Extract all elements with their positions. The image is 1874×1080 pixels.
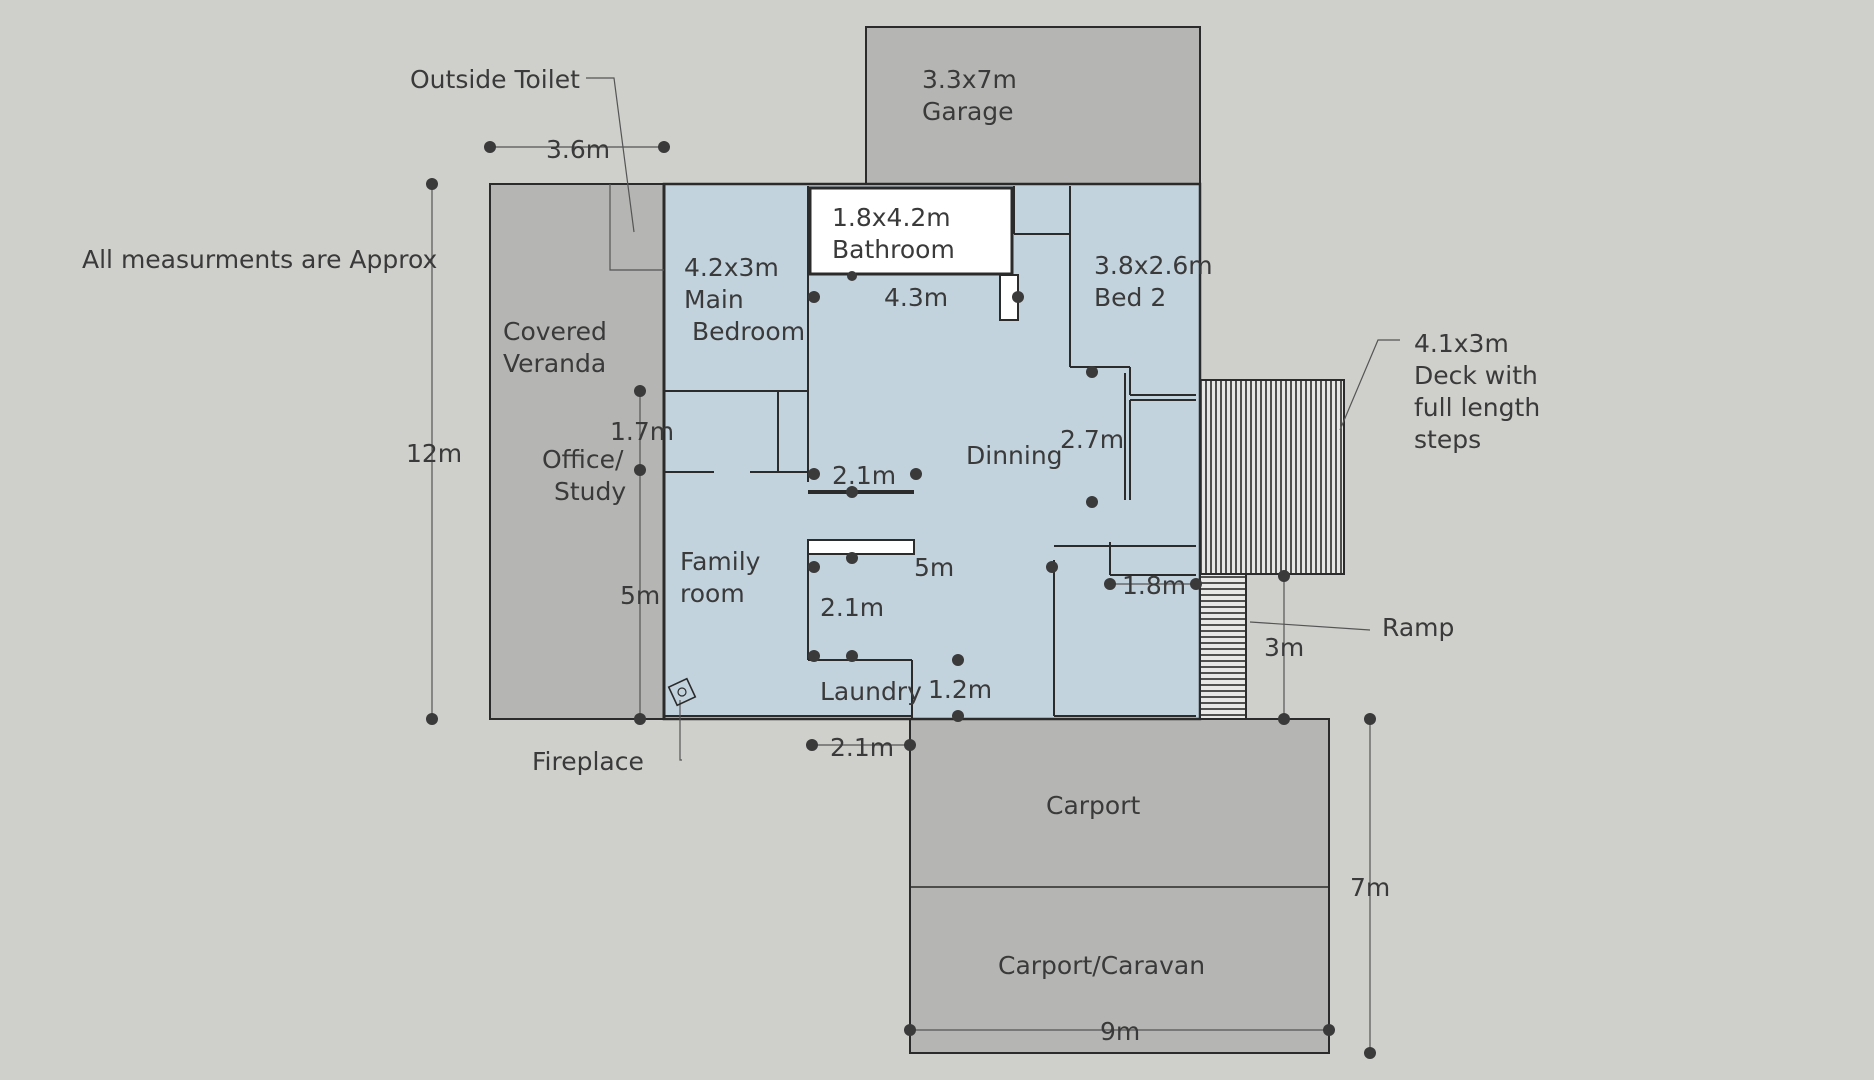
deck-label-2: Deck with [1414,361,1538,390]
main-bedroom-label-2: Bedroom [692,317,805,346]
laundry-label: Laundry [820,677,922,706]
deck-label-3: full length [1414,393,1540,422]
deck-label-1: 4.1x3m [1414,329,1509,358]
main-bedroom-label-1: Main [684,285,744,314]
dim-2-1m-bottom: 2.1m [830,733,894,762]
carport-area [909,718,1330,1054]
veranda-label-2: Veranda [503,349,606,378]
dim-12m: 12m [406,439,462,468]
garage-label: Garage [922,97,1014,126]
fireplace-label: Fireplace [532,747,644,776]
dim-1-7m: 1.7m [610,417,674,446]
dim-3m: 3m [1264,633,1304,662]
family-room-label-1: Family [680,547,761,576]
dim-9m: 9m [1100,1017,1140,1046]
deck-label-4: steps [1414,425,1481,454]
carport-label: Carport [1046,791,1140,820]
dimension-lines [431,77,1400,1053]
garage-area [865,26,1201,186]
veranda-area [489,183,665,720]
dim-2-1m-upper: 2.1m [832,461,896,490]
dim-2-7m: 2.7m [1060,425,1124,454]
dim-3-6m: 3.6m [546,135,610,164]
dim-5m-family: 5m [620,581,660,610]
veranda-label-1: Covered [503,317,607,346]
dimension-dots [426,141,1376,1059]
bed2-label: Bed 2 [1094,283,1166,312]
dim-2-1m-lower: 2.1m [820,593,884,622]
approx-note: All measurments are Approx [82,245,437,274]
dim-7m: 7m [1350,873,1390,902]
dim-5m-kitchen: 5m [914,553,954,582]
office-label-2: Study [554,477,626,506]
deck-area [1199,379,1345,575]
outside-toilet-label: Outside Toilet [410,65,580,94]
ramp-area [1199,573,1247,720]
carport-caravan-label: Carport/Caravan [998,951,1205,980]
dim-4-3m: 4.3m [884,283,948,312]
bathroom-size-label: 1.8x4.2m [832,203,951,232]
interior-walls [662,184,1196,719]
dinning-label: Dinning [966,441,1063,470]
garage-size-label: 3.3x7m [922,65,1017,94]
office-label-1: Office/ [542,445,624,474]
fireplace-icon [667,677,697,707]
family-room-label-2: room [680,579,745,608]
bathroom-room [808,186,1014,276]
ramp-label: Ramp [1382,613,1454,642]
bed2-size-label: 3.8x2.6m [1094,251,1213,280]
dim-1-2m: 1.2m [928,675,992,704]
bathroom-label: Bathroom [832,235,955,264]
main-bedroom-size-label: 4.2x3m [684,253,779,282]
dim-1-8m: 1.8m [1122,571,1186,600]
